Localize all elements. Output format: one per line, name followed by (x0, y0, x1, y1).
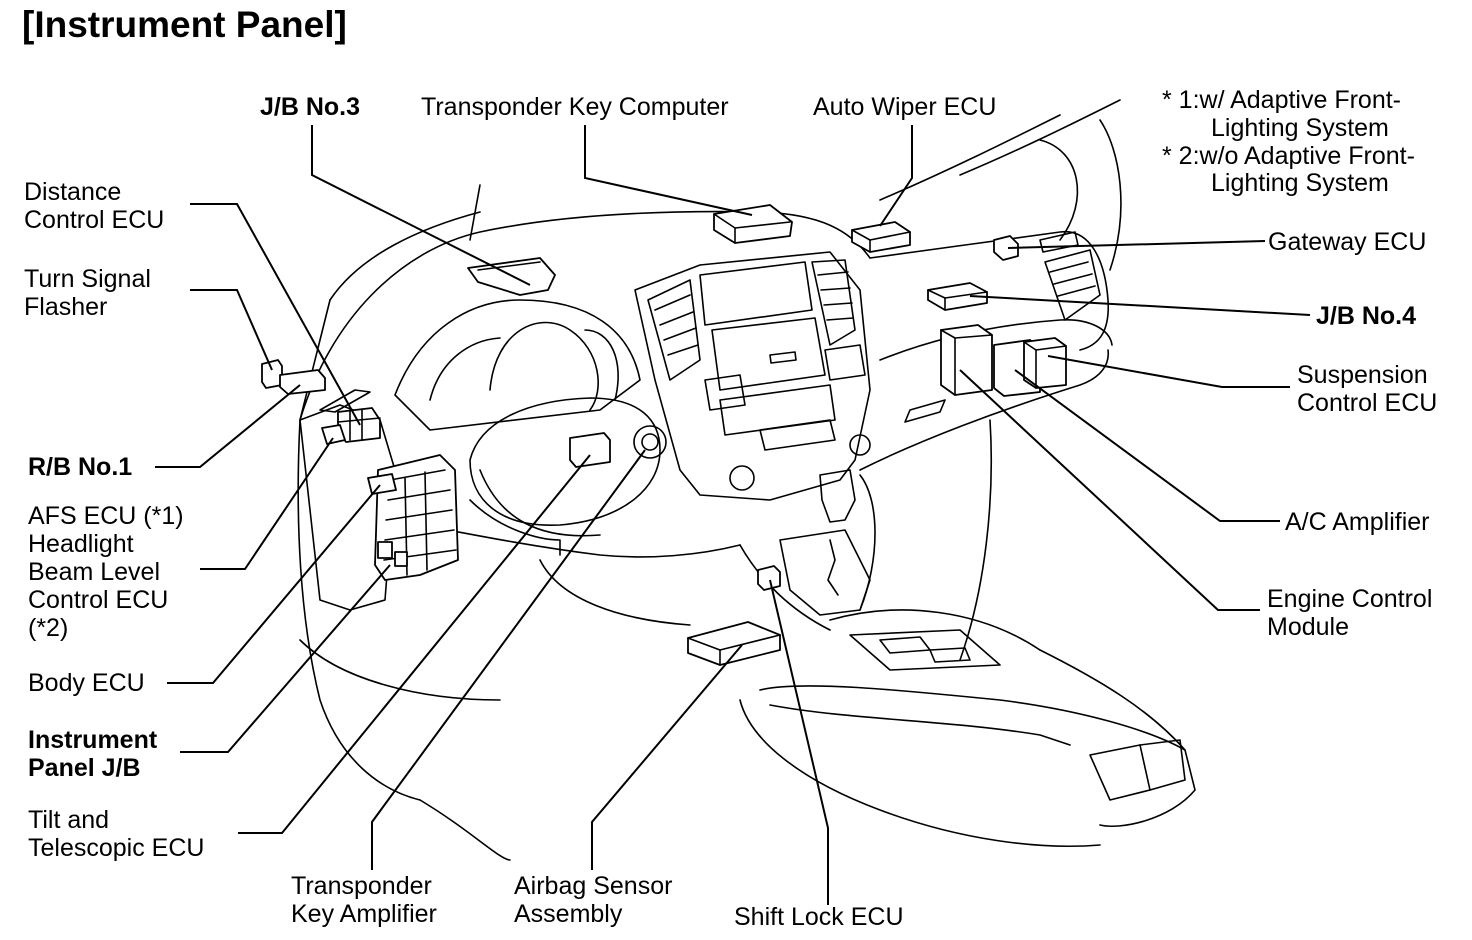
leader-ac-amplifier (1014, 369, 1280, 522)
leader-shift-lock-ecu (769, 579, 829, 905)
label-shift-lock-ecu: Shift Lock ECU (734, 903, 904, 931)
label-auto-wiper-ecu: Auto Wiper ECU (813, 93, 997, 121)
leader-body-ecu (167, 484, 381, 684)
leader-jb-no4 (969, 295, 1311, 316)
gateway-ecu-part (993, 235, 1019, 261)
label-transponder-key-amplifier: Transponder Key Amplifier (291, 872, 437, 928)
label-jb-no3: J/B No.3 (260, 93, 361, 121)
transponder-key-computer-part (713, 204, 793, 244)
component-blocks (261, 204, 1067, 666)
label-instrument-panel-jb: Instrument Panel J/B (28, 726, 158, 782)
leader-transponder-key-amplifier (371, 449, 646, 870)
body-ecu-part (367, 473, 397, 495)
label-ac-amplifier: A/C Amplifier (1285, 508, 1430, 536)
leader-turn-signal-flasher (190, 289, 273, 371)
rb-no1-part (279, 369, 326, 395)
label-jb-no4: J/B No.4 (1316, 302, 1417, 330)
note-1-line-2: Lighting System (1211, 114, 1389, 142)
label-airbag-sensor-assembly: Airbag Sensor Assembly (514, 872, 673, 928)
label-suspension-control-ecu: Suspension Control ECU (1297, 361, 1438, 417)
label-tilt-telescopic-ecu: Tilt and Telescopic ECU (28, 806, 205, 862)
leader-gateway-ecu (1007, 240, 1266, 249)
label-body-ecu: Body ECU (28, 669, 145, 697)
note-2-line-2: Lighting System (1211, 169, 1389, 197)
label-rb-no1: R/B No.1 (28, 453, 133, 481)
leader-lines (155, 125, 1311, 905)
turn-signal-flasher-part (261, 359, 283, 389)
leader-afs-ecu (200, 437, 334, 570)
shift-lock-ecu-part (757, 565, 781, 591)
leader-rb-no1 (155, 384, 301, 468)
leader-suspension-control-ecu (1047, 355, 1290, 388)
label-distance-control-ecu: Distance Control ECU (24, 178, 165, 234)
leader-auto-wiper-ecu (879, 125, 913, 227)
leader-transponder-key-computer (584, 125, 753, 216)
label-gateway-ecu: Gateway ECU (1268, 228, 1427, 256)
note-2-line-1: * 2:w/o Adaptive Front- (1162, 142, 1415, 170)
label-turn-signal-flasher: Turn Signal Flasher (24, 265, 151, 321)
afs-ecu-part (321, 424, 346, 445)
leader-distance-control-ecu (190, 203, 361, 426)
engine-control-module-part (940, 324, 993, 396)
airbag-sensor-assembly-part (687, 621, 781, 666)
page-title: [Instrument Panel] (22, 4, 347, 45)
label-engine-control-module: Engine Control Module (1267, 585, 1433, 641)
leader-airbag-sensor-assembly (591, 644, 743, 870)
label-transponder-key-computer: Transponder Key Computer (421, 93, 729, 121)
dashboard-outline (297, 99, 1196, 861)
leader-tilt-telescopic-ecu (238, 454, 591, 834)
leader-instrument-panel-jb (180, 564, 391, 753)
leader-engine-control-module (959, 369, 1260, 611)
leader-jb-no3 (311, 125, 531, 286)
tilt-telescopic-ecu-part (569, 432, 611, 468)
suspension-control-ecu-part (1023, 337, 1067, 389)
label-afs-ecu: AFS ECU (*1) Headlight Beam Level Contro… (28, 502, 184, 642)
instrument-panel-jb-part (374, 454, 459, 581)
note-1-line-1: * 1:w/ Adaptive Front- (1162, 86, 1402, 114)
